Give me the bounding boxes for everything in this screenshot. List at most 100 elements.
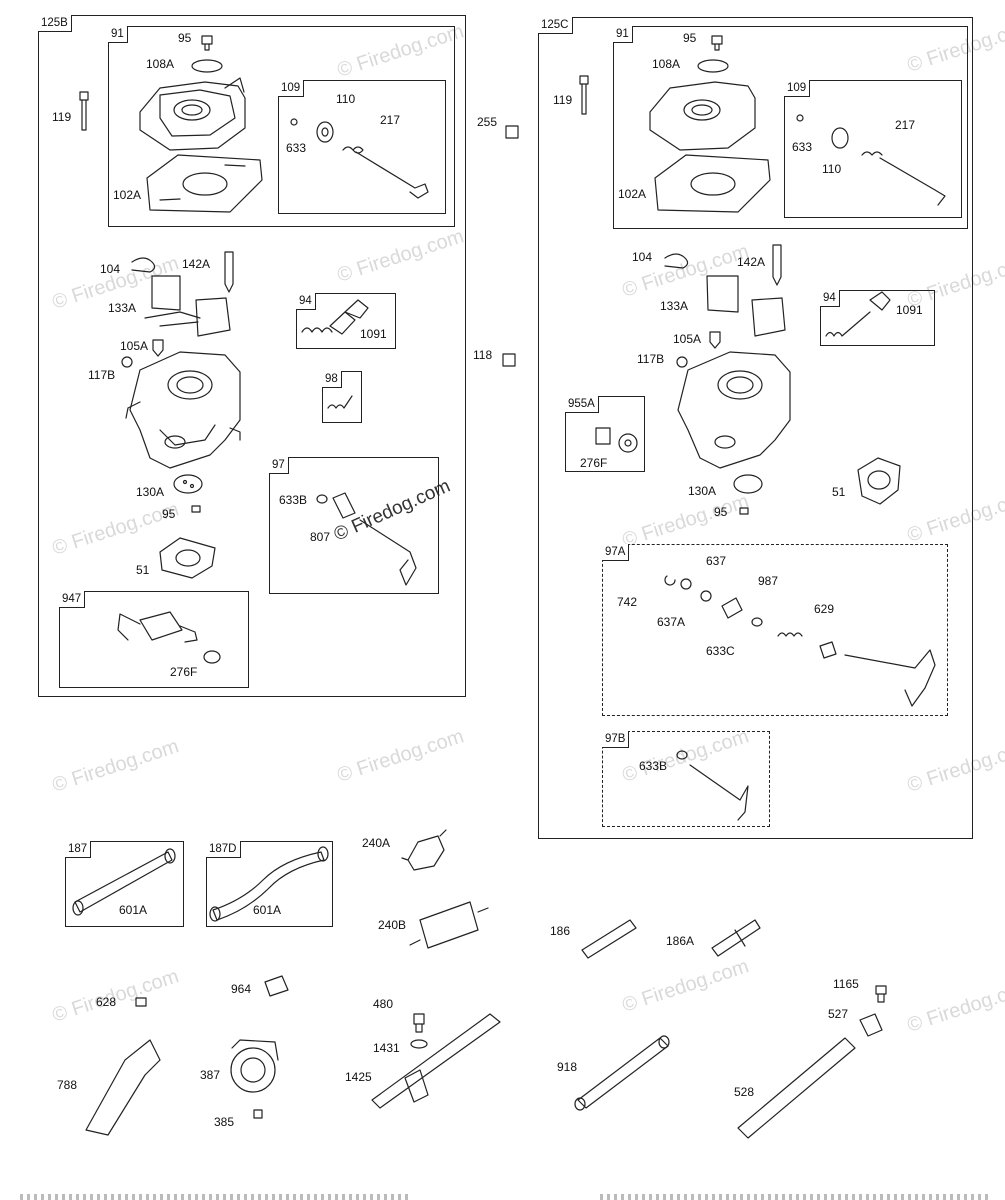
group-tag-125B: 125B: [38, 15, 72, 32]
lower-parts: [72, 829, 887, 1139]
group-97-box: [269, 457, 439, 594]
group-tag-109-right: 109: [784, 80, 811, 97]
part-label: 142A: [737, 255, 766, 269]
group-tag-91: 91: [108, 26, 128, 43]
group-tag-947: 947: [59, 591, 86, 608]
group-tag-97: 97: [269, 457, 289, 474]
part-label: 633C: [706, 644, 735, 658]
part-label: 95: [714, 505, 728, 519]
part-label: 918: [557, 1060, 578, 1074]
group-955A-box: [565, 396, 645, 472]
group-tag-187D: 187D: [206, 841, 241, 858]
part-label: 788: [57, 1078, 78, 1092]
part-label: 742: [617, 595, 638, 609]
part-label: 186: [550, 924, 571, 938]
part-label: 480: [373, 997, 394, 1011]
group-947-box: [59, 591, 249, 688]
part-label: 108A: [146, 57, 175, 71]
part-label: 117B: [88, 368, 116, 382]
part-label: 240B: [378, 918, 407, 932]
part-label: 105A: [673, 332, 702, 346]
part-label: 95: [178, 31, 192, 45]
part-label: 102A: [618, 187, 647, 201]
part-label: 51: [136, 563, 150, 577]
part-label: 276F: [170, 665, 198, 679]
part-label: 637A: [657, 615, 686, 629]
part-label: 629: [814, 602, 835, 616]
part-label: 133A: [108, 301, 137, 315]
group-tag-955A: 955A: [565, 396, 599, 413]
group-tag-94: 94: [296, 293, 316, 310]
part-label: 964: [231, 982, 252, 996]
part-label: 118: [473, 348, 493, 362]
group-91-box-right: [613, 26, 968, 229]
part-label: 637: [706, 554, 727, 568]
group-94-box: [296, 293, 396, 349]
part-label: 51: [832, 485, 846, 499]
part-label: 1431: [373, 1041, 400, 1055]
group-tag-125C: 125C: [538, 17, 573, 34]
group-109-box-right: [784, 80, 962, 218]
left-assembly: [79, 35, 519, 664]
part-label: 601A: [119, 903, 148, 917]
part-label: 1091: [896, 303, 923, 317]
part-label: 95: [162, 507, 176, 521]
part-label: 527: [828, 1007, 849, 1021]
part-label: 807: [310, 530, 331, 544]
group-125C-box: [538, 17, 973, 839]
part-label: 110: [822, 162, 842, 176]
part-label: 117B: [637, 352, 665, 366]
part-label: 601A: [253, 903, 282, 917]
group-187D-box: [206, 841, 333, 927]
group-187-box: [65, 841, 184, 927]
part-label: 628: [96, 995, 117, 1009]
group-tag-94-right: 94: [820, 290, 840, 307]
part-label: 104: [632, 250, 653, 264]
group-tag-97B: 97B: [602, 731, 630, 748]
part-label: 255: [477, 115, 498, 129]
part-label: 142A: [182, 257, 211, 271]
part-label: 240A: [362, 836, 391, 850]
part-label: 385: [214, 1115, 235, 1129]
footer-rule: [20, 1194, 410, 1200]
group-98-box: [322, 371, 362, 423]
part-label: 633: [286, 141, 307, 155]
group-91-box: [108, 26, 455, 227]
part-label: 1425: [345, 1070, 372, 1084]
group-tag-91-right: 91: [613, 26, 633, 43]
part-label: 987: [758, 574, 779, 588]
part-label: 95: [683, 31, 697, 45]
part-label: 276F: [580, 456, 608, 470]
part-label: 633B: [279, 493, 308, 507]
part-label: 528: [734, 1085, 755, 1099]
part-label: 130A: [688, 484, 717, 498]
right-assembly: [579, 35, 946, 821]
part-label: 186A: [666, 934, 695, 948]
group-97B-box: [602, 731, 770, 827]
part-label: 110: [336, 92, 356, 106]
part-label: 102A: [113, 188, 142, 202]
group-tag-109: 109: [278, 80, 305, 97]
footer-rule: [600, 1194, 990, 1200]
part-label: 1091: [360, 327, 387, 341]
group-109-box: [278, 80, 446, 214]
part-label: 1165: [833, 977, 859, 991]
part-label: 387: [200, 1068, 221, 1082]
part-label: 217: [895, 118, 916, 132]
part-label: 133A: [660, 299, 689, 313]
part-label: 119: [52, 110, 72, 124]
part-label: 105A: [120, 339, 149, 353]
part-label: 633B: [639, 759, 668, 773]
part-label: 217: [380, 113, 401, 127]
part-label: 130A: [136, 485, 165, 499]
group-tag-98: 98: [322, 371, 342, 388]
group-94-box-right: [820, 290, 935, 346]
part-label: 104: [100, 262, 121, 276]
group-tag-187: 187: [65, 841, 92, 858]
group-97A-box: [602, 544, 948, 716]
part-label: 108A: [652, 57, 681, 71]
group-tag-97A: 97A: [602, 544, 630, 561]
part-label: 633: [792, 140, 813, 154]
